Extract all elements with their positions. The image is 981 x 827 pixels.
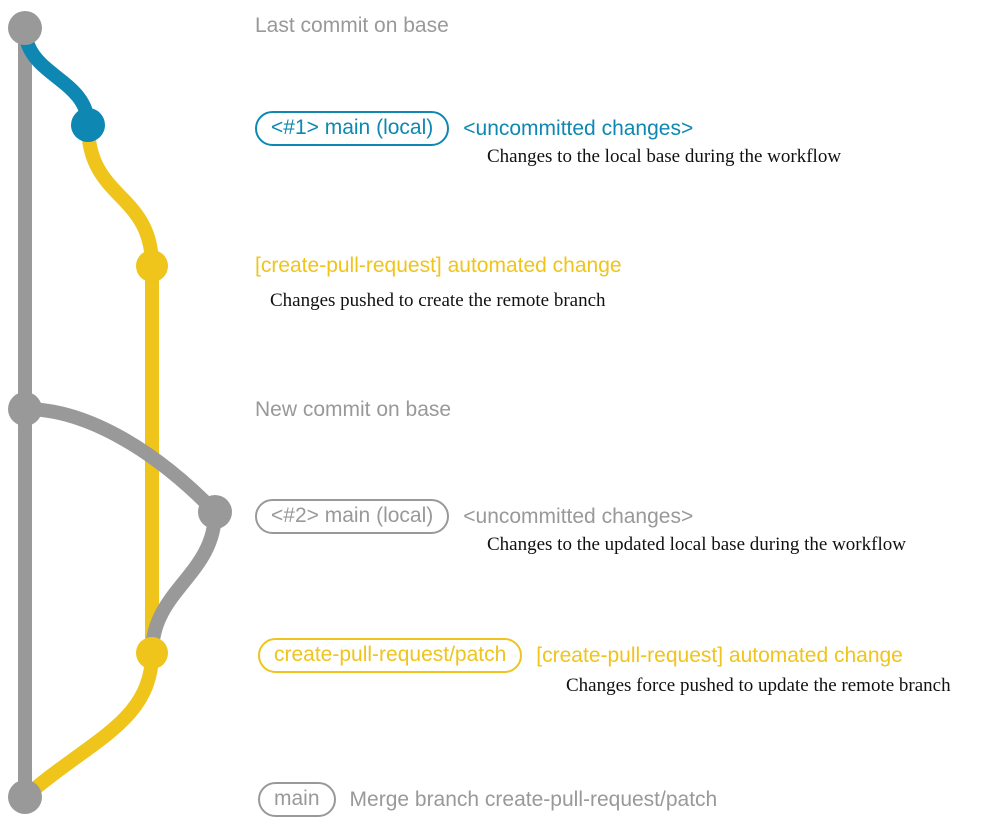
commit-node-patch-2	[136, 637, 168, 669]
edge-local2-to-patch2	[145, 505, 222, 660]
edge-patch2-to-merge	[18, 646, 159, 804]
commit-subject-new-commit-on-base: New commit on base	[255, 398, 452, 421]
commit-subject-merge-commit: Merge branch create-pull-request/patch	[349, 788, 718, 811]
commit-note-local-1: Changes to the local base during the wor…	[487, 146, 842, 167]
commit-note-local-2: Changes to the updated local base during…	[487, 534, 906, 555]
commit-node-local-2	[198, 495, 232, 529]
edge-base-to-local1	[18, 21, 95, 132]
commit-node-merge	[8, 780, 42, 814]
commit-subject-automated-change-2: [create-pull-request] automated change	[536, 644, 903, 667]
branch-badge-main[interactable]: main	[258, 782, 336, 817]
edge-base-to-local2	[18, 402, 222, 519]
commit-node-patch-1	[136, 250, 168, 282]
branch-badge-local-2[interactable]: <#2> main (local)	[255, 499, 450, 534]
commit-subject-local-1: <uncommitted changes>	[463, 117, 694, 140]
commit-note-automated-change-2: Changes force pushed to update the remot…	[566, 675, 951, 696]
commit-node-base-last	[8, 11, 42, 45]
branch-badge-local-1[interactable]: <#1> main (local)	[255, 111, 450, 146]
commit-subject-local-2: <uncommitted changes>	[463, 505, 694, 528]
commit-node-local-1	[71, 108, 105, 142]
commit-note-automated-change-1: Changes pushed to create the remote bran…	[270, 290, 606, 311]
commit-subject-last-commit-on-base: Last commit on base	[255, 14, 449, 37]
commit-subject-automated-change-1: [create-pull-request] automated change	[255, 254, 622, 277]
commit-node-base-new	[8, 392, 42, 426]
edge-local1-to-patch1	[81, 118, 159, 273]
branch-badge-create-pull-request-patch[interactable]: create-pull-request/patch	[258, 638, 523, 673]
